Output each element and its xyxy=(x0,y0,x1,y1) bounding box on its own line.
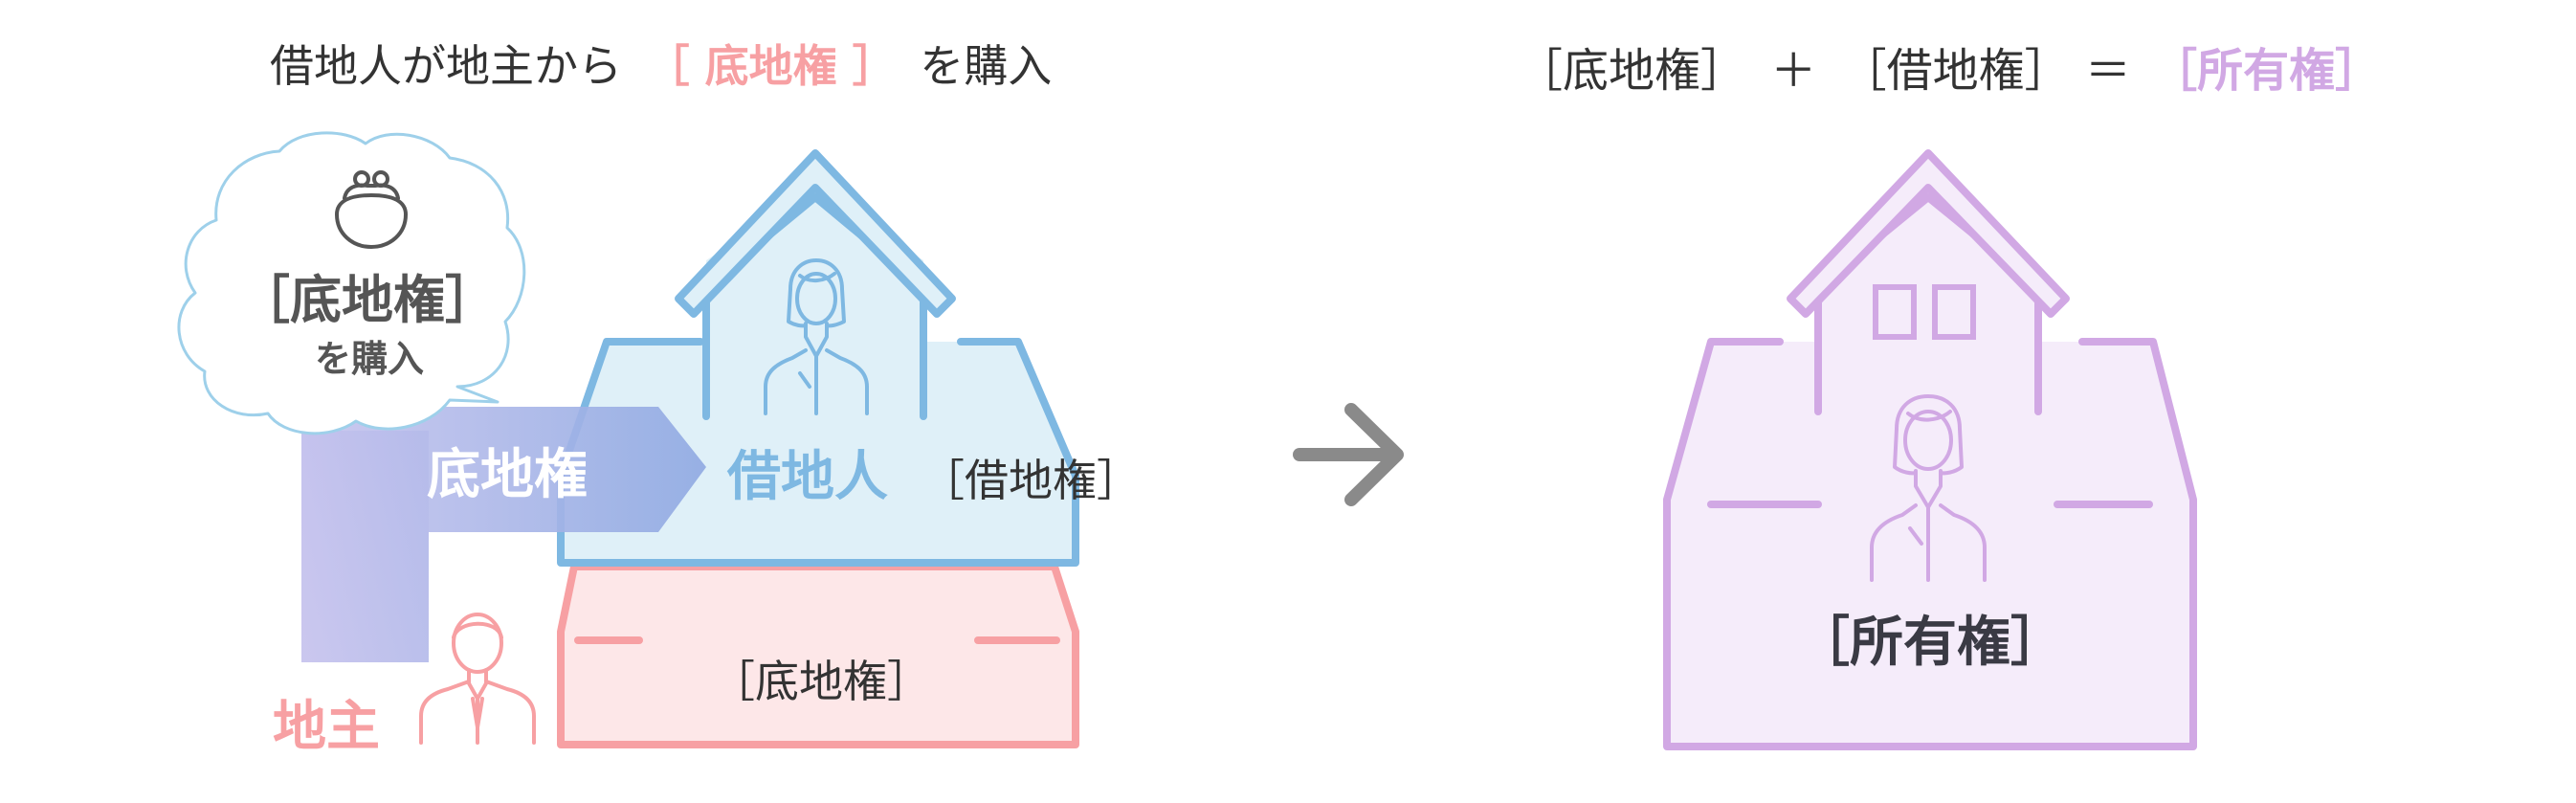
eq-part1: ［底地権］ xyxy=(1517,44,1746,98)
left-heading-main: 借地人が地主から xyxy=(270,40,622,92)
left-heading-accent: ［ 底地権 ］ xyxy=(646,40,897,92)
tenant-house xyxy=(675,149,956,420)
house-window-left xyxy=(1873,284,1917,340)
leasehold-label: ［借地権］ xyxy=(921,455,1141,506)
bubble-line2: を購入 xyxy=(315,338,424,380)
leasehold-block xyxy=(557,338,1079,567)
landlord-label: 地主 xyxy=(273,696,380,758)
purchase-flow-arrow xyxy=(301,407,706,662)
eq-plus: ＋ xyxy=(1770,44,1816,98)
bubble-line1: ［底地権］ xyxy=(238,270,497,330)
house-window-right xyxy=(1932,284,1976,340)
speech-bubble xyxy=(177,131,526,435)
purse-icon xyxy=(335,170,408,249)
land-label: ［底地権］ xyxy=(711,656,931,707)
transition-arrow xyxy=(1293,403,1404,506)
owner-house xyxy=(1787,149,2070,415)
right-heading: ［底地権］ ＋ ［借地権］ ＝ ［所有権］ xyxy=(1517,44,2381,98)
eq-part2: ［借地権］ xyxy=(1841,44,2071,98)
tenant-person-icon xyxy=(764,258,869,415)
left-heading-tail: を購入 xyxy=(920,40,1052,92)
owner-person-icon xyxy=(1870,394,1987,582)
left-heading: 借地人が地主から ［ 底地権 ］ を購入 xyxy=(270,40,1052,92)
landlord-person-icon xyxy=(419,613,536,745)
ownership-label: ［所有権］ xyxy=(1796,612,2064,674)
tenant-label: 借地人 xyxy=(726,446,888,508)
eq-result: ［所有権］ xyxy=(2151,44,2381,98)
eq-equals: ＝ xyxy=(2085,44,2131,98)
purchase-arrow-label: 底地権 xyxy=(427,444,588,506)
